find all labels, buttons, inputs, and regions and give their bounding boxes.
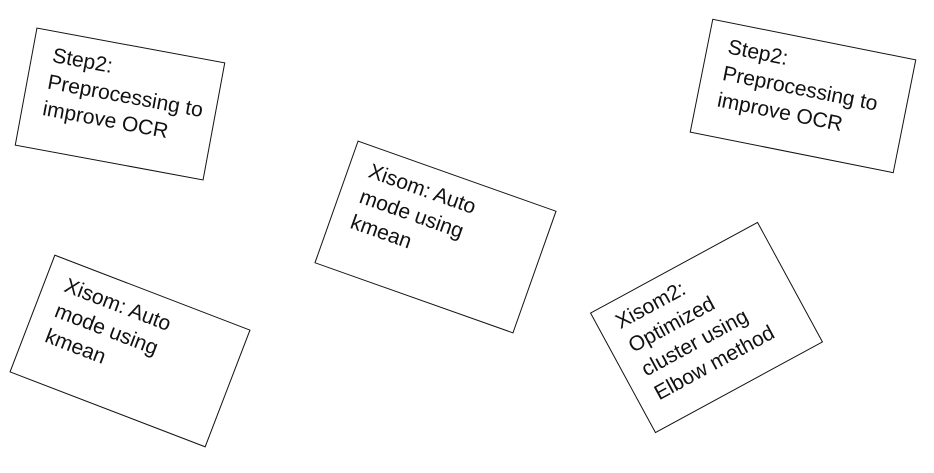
note-card-text: Step2: Preprocessing to improve OCR (40, 44, 205, 144)
note-card-text: Xisom2: Optimized cluster using Elbow me… (611, 277, 779, 405)
note-card-xisom-center: Xisom: Auto mode using kmean (314, 140, 557, 334)
note-card-step2-right: Step2: Preprocessing to improve OCR (689, 18, 917, 174)
note-card-xisom-left: Xisom: Auto mode using kmean (9, 254, 251, 448)
note-card-xisom2: Xisom2: Optimized cluster using Elbow me… (589, 221, 824, 434)
note-card-text: Xisom: Auto mode using kmean (41, 274, 175, 369)
note-card-text: Xisom: Auto mode using kmean (347, 159, 479, 254)
note-card-step2-left: Step2: Preprocessing to improve OCR (14, 27, 226, 181)
note-card-text: Step2: Preprocessing to improve OCR (715, 35, 880, 137)
